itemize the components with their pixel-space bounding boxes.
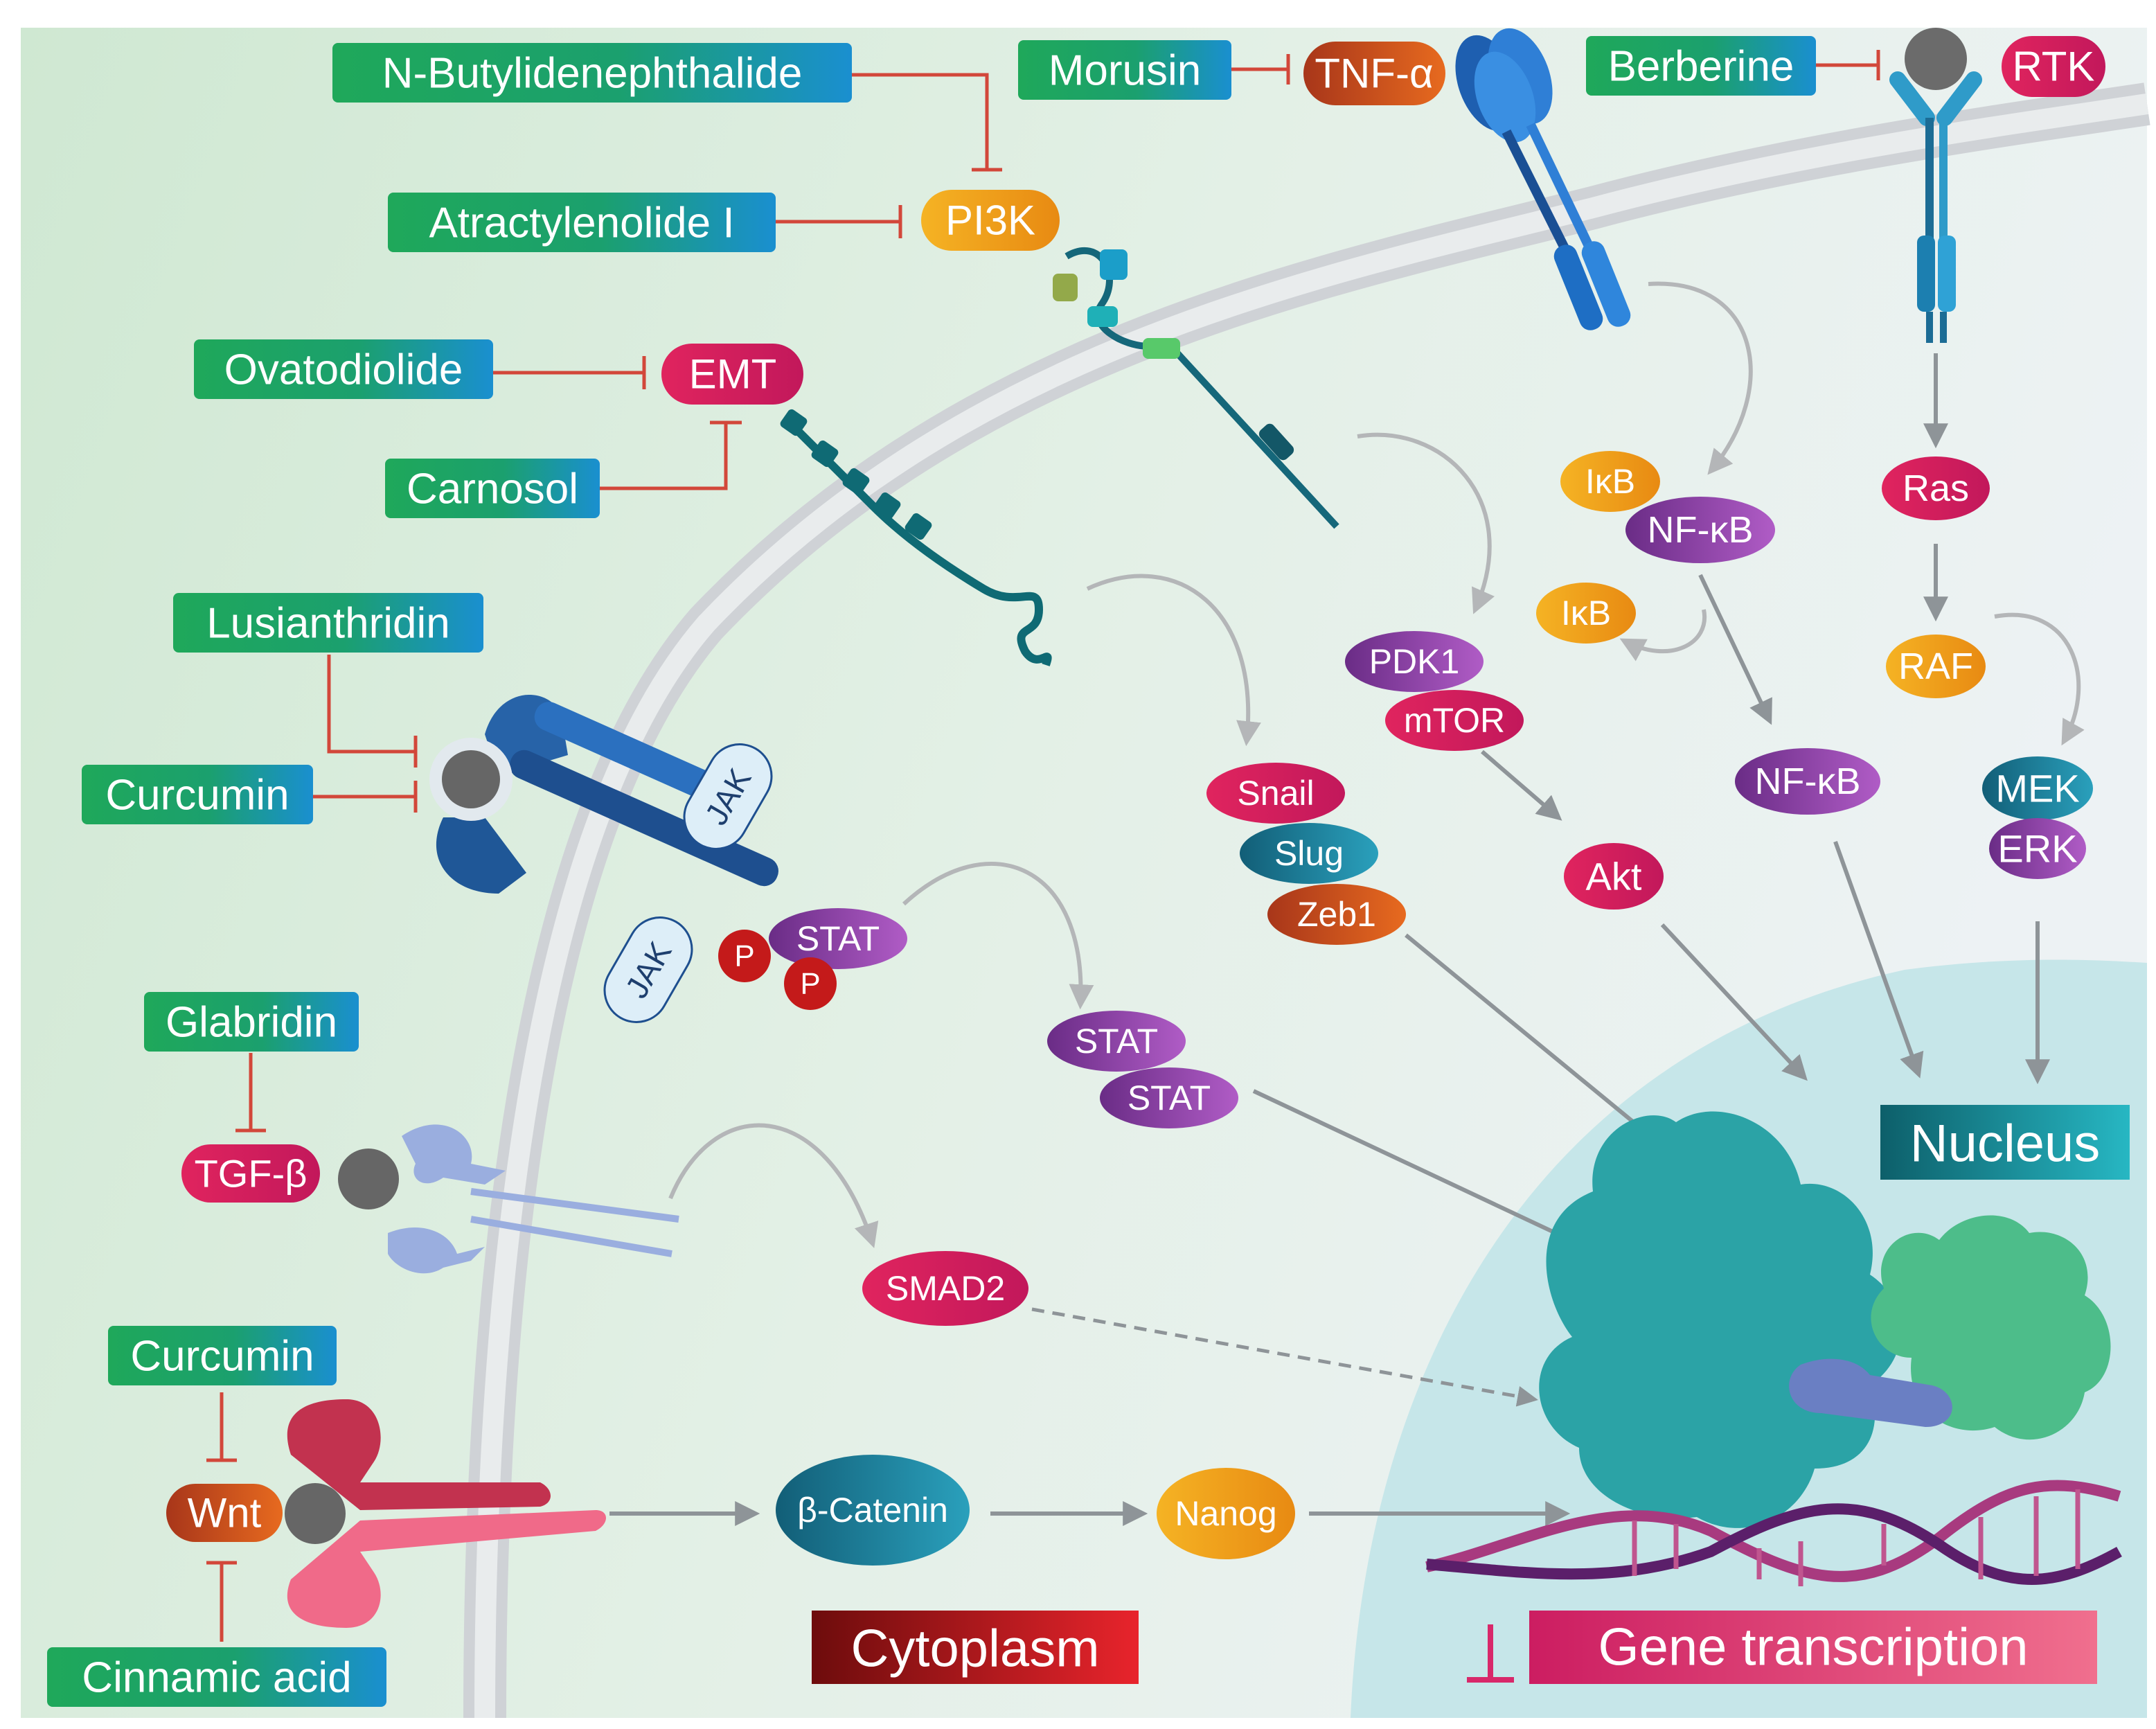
label-raf: RAF [1898,646,1973,687]
label-pdk1: PDK1 [1369,642,1460,681]
label-wnt: Wnt [188,1490,262,1536]
label-carnosol: Carnosol [407,466,578,513]
label-nfkb-1: NF-κB [1648,509,1754,551]
label-stat-2: STAT [1128,1079,1211,1117]
cell-membrane [463,82,2150,1719]
label-stat-1: STAT [1075,1022,1158,1061]
label-curcumin-jak: Curcumin [105,772,289,819]
pi3k-membrane-protein [1053,247,1339,529]
label-ikb-2: IκB [1561,594,1611,632]
label-slug: Slug [1274,834,1344,873]
label-atractylenolide: Atractylenolide I [429,200,734,247]
label-rtk: RTK [2013,44,2095,90]
label-cytoplasm: Cytoplasm [851,1620,1100,1678]
cytoplasm-label-bg [812,1611,1139,1684]
jak-receptor [429,694,778,894]
label-snail: Snail [1237,774,1314,813]
label-morusin: Morusin [1049,47,1202,95]
nucleus-label-bg [1880,1105,2130,1180]
inhibition-lines [206,50,1880,1642]
label-butylidenephthalide: N-Butylidenephthalide [382,50,803,98]
label-akt: Akt [1586,855,1642,898]
inhibitor-boxes [47,36,1816,1707]
gene-transcription-label-bg [1529,1611,2097,1684]
label-nfkb-2: NF-κB [1755,761,1861,802]
label-lusianthridin: Lusianthridin [206,600,450,648]
tnf-receptor [1455,28,1631,330]
label-nanog: Nanog [1175,1494,1276,1533]
label-ovatodiolide: Ovatodiolide [224,346,463,394]
label-ras: Ras [1903,468,1969,509]
tgfb-receptor [338,1124,679,1274]
inhibition-symbol-glyph [1467,1624,1514,1683]
label-cinnamic-acid: Cinnamic acid [82,1654,351,1702]
chromatin-blobs [1539,1111,2111,1528]
label-phospho-1: P [734,939,754,973]
label-curcumin-wnt: Curcumin [130,1333,314,1381]
label-emt: EMT [689,351,777,398]
label-gene-transcription: Gene transcription [1598,1618,2029,1677]
rtk-receptor [1889,28,1982,343]
label-beta-catenin: β-Catenin [797,1491,948,1530]
label-erk: ERK [1997,827,2077,871]
dna-helix [1425,1480,2122,1586]
label-smad2: SMAD2 [886,1269,1005,1308]
label-berberine: Berberine [1608,43,1794,91]
label-zeb1: Zeb1 [1297,895,1376,934]
label-stat-bound: STAT [796,919,880,958]
label-tgfb: TGF-β [195,1152,308,1196]
label-nucleus: Nucleus [1910,1115,2101,1173]
label-glabridin: Glabridin [166,999,337,1047]
label-mek: MEK [1995,767,2079,810]
label-phospho-2: P [800,967,820,1001]
label-tnf: TNF-α [1315,51,1433,97]
smad2-dashed-arrow [1031,1307,1538,1407]
wnt-receptor [285,1399,606,1628]
emt-membrane-protein [780,409,1052,666]
curved-arrows [668,281,2085,1248]
label-mtor: mTOR [1404,701,1505,740]
label-pi3k: PI3K [945,197,1035,244]
label-ikb-1: IκB [1585,462,1635,501]
node-shapes [166,36,2105,1566]
